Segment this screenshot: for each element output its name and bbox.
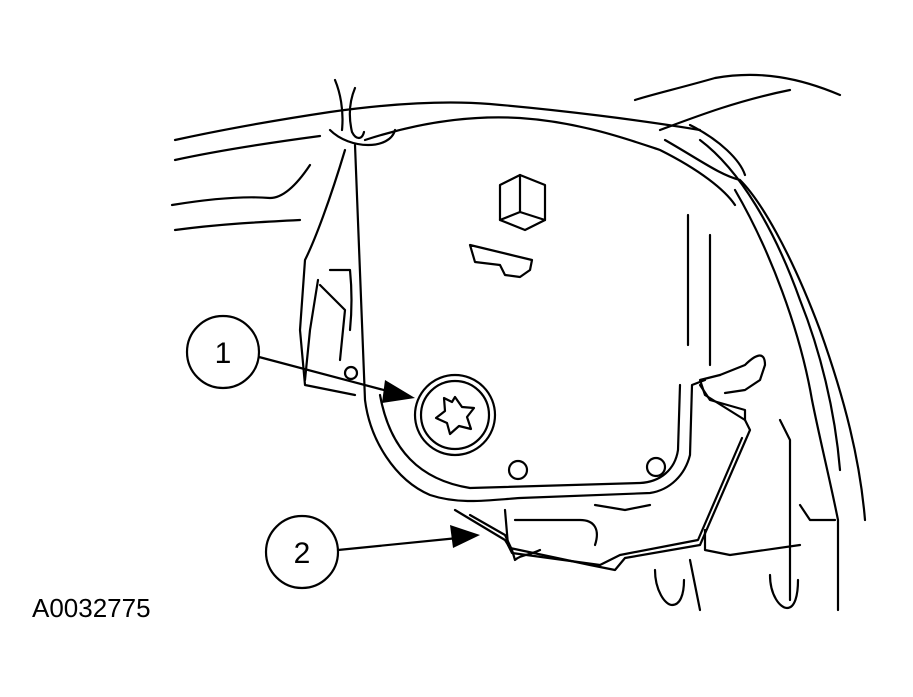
callout-2-label: 2 — [294, 537, 311, 570]
callout-1: 1 — [185, 314, 415, 403]
torx-screw — [413, 373, 497, 457]
mounting-bracket — [453, 354, 802, 612]
callout-1-label: 1 — [215, 337, 232, 370]
figure-code: A0032775 — [32, 593, 151, 623]
module-housing — [298, 116, 737, 503]
callout-1-arrowhead — [382, 380, 415, 403]
callout-2-arrowhead — [450, 525, 480, 548]
callout-2: 2 — [264, 514, 480, 590]
vehicle-structure-lines — [170, 73, 867, 612]
